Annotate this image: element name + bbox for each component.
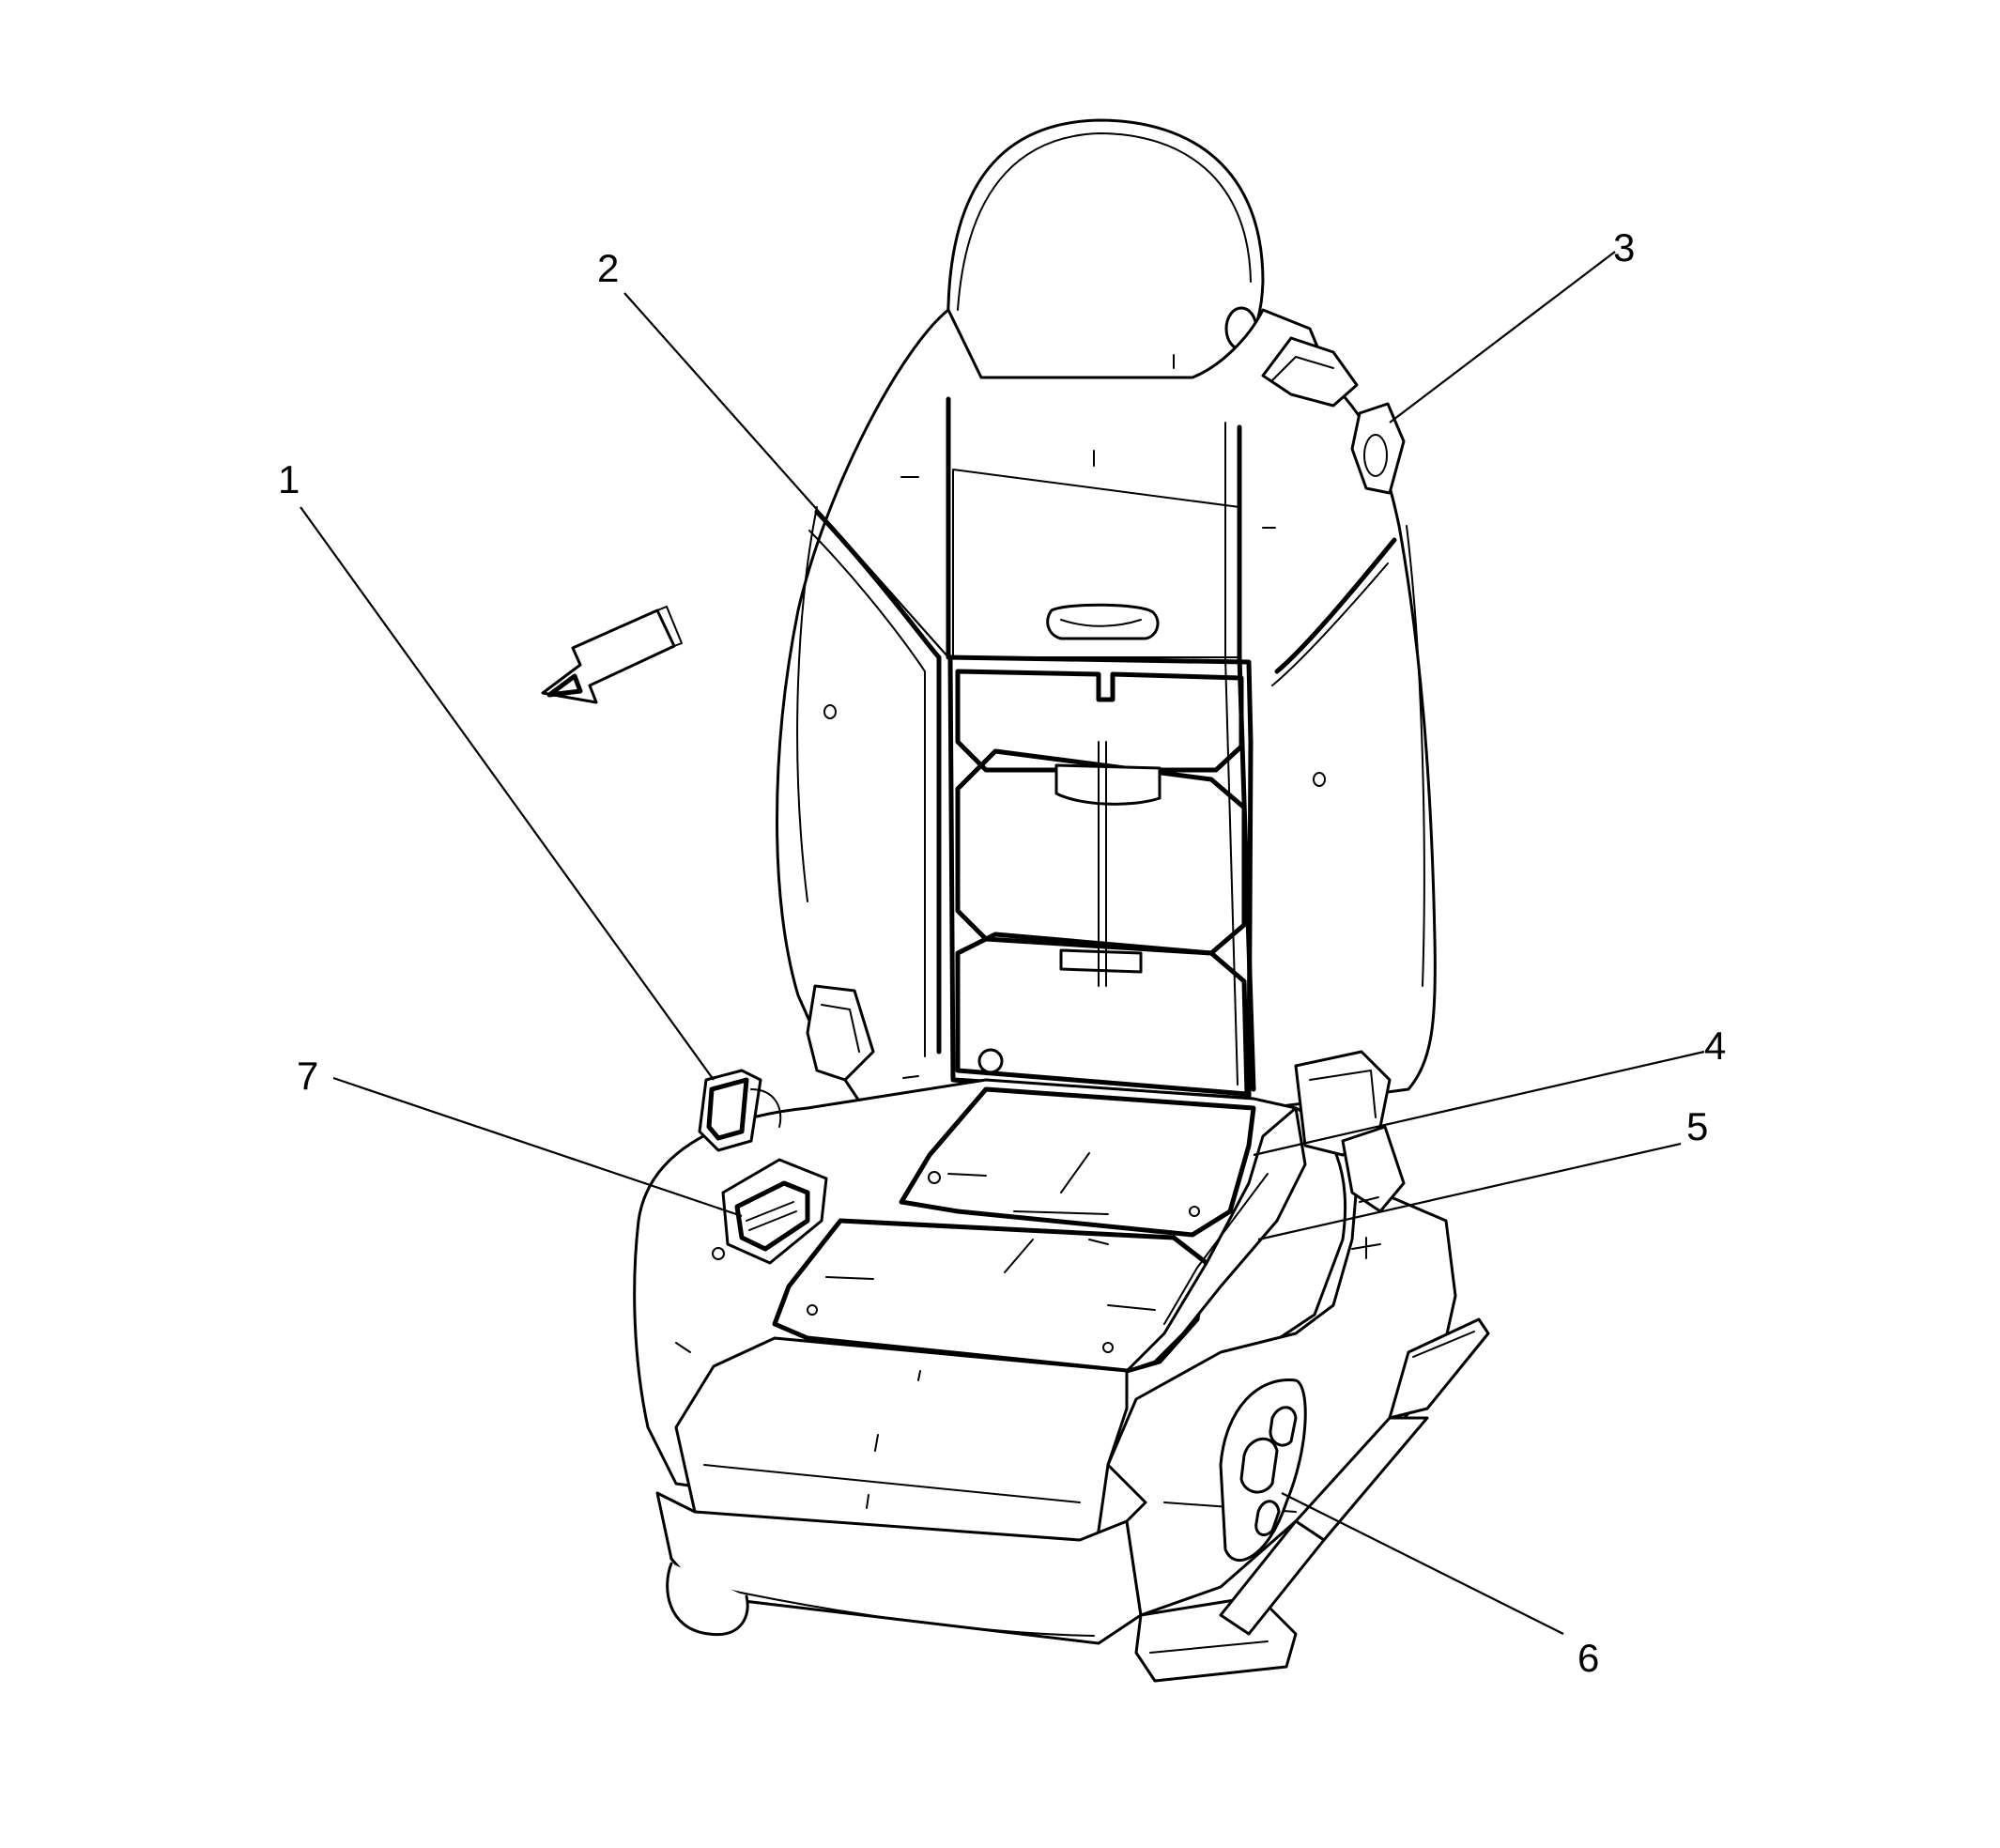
callout-4: 4 (1704, 1024, 1726, 1068)
callout-5: 5 (1686, 1104, 1708, 1148)
callout-1: 1 (278, 457, 300, 501)
callout-labels: 1 2 3 4 5 6 7 (278, 225, 1726, 1680)
callout-2: 2 (597, 246, 619, 290)
leader-3 (1389, 251, 1616, 424)
callout-3: 3 (1613, 225, 1635, 270)
seatback-cushion-frame (947, 469, 1254, 1101)
leader-2 (623, 292, 949, 658)
leader-1 (300, 506, 715, 1081)
shoulder-belt-guide (1261, 336, 1406, 495)
front-direction-arrow-icon (541, 606, 683, 704)
seat-side-control-switch (675, 1158, 828, 1353)
leader-7 (332, 1076, 743, 1218)
seat-back-bolsters (808, 396, 1397, 1092)
leader-4 (1253, 1050, 1705, 1157)
leader-6 (1281, 1492, 1564, 1635)
callout-leaders (300, 251, 1705, 1635)
callout-6: 6 (1577, 1636, 1599, 1680)
leader-5 (1257, 1142, 1682, 1241)
headrest (946, 118, 1265, 379)
callout-7: 7 (297, 1054, 318, 1098)
seat-back (776, 308, 1437, 1110)
seat-adjuster-switch (1219, 1378, 1307, 1562)
seat-belt-buckle (698, 1069, 782, 1152)
